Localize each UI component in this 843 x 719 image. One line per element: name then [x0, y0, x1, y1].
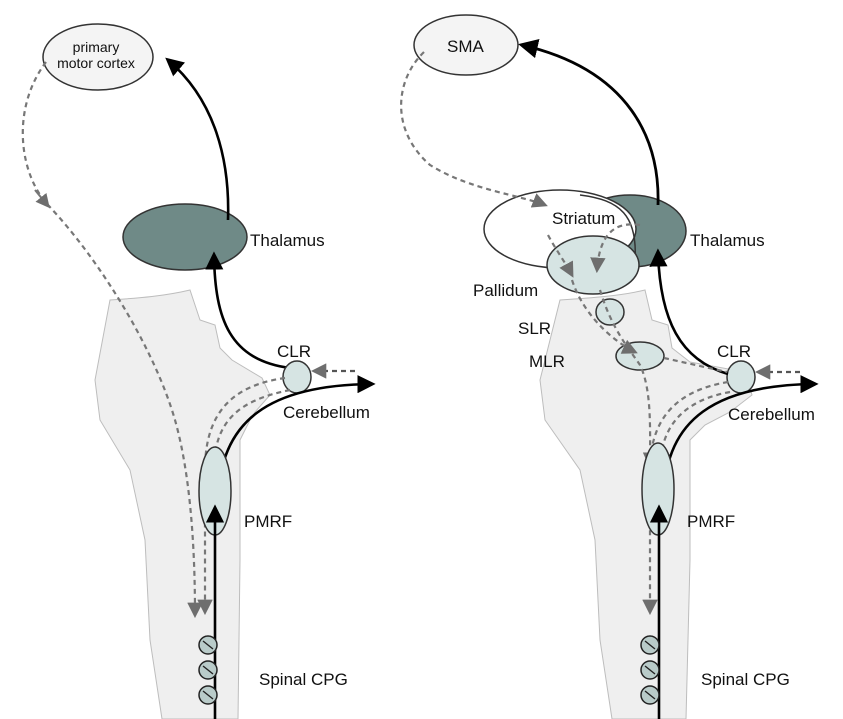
thalamus-label-right: Thalamus: [690, 231, 765, 250]
cerebellum-label: Cerebellum: [283, 403, 370, 422]
cortical-path-arrowhead: [35, 190, 48, 206]
pmrf-label-right: PMRF: [687, 512, 735, 531]
slr-node: [596, 299, 624, 325]
spinal-cpg-left: [199, 636, 217, 704]
spinal-cpg-label-right: Spinal CPG: [701, 670, 790, 689]
pmrf-label: PMRF: [244, 512, 292, 531]
slr-label: SLR: [518, 319, 551, 338]
brainstem-left: [95, 290, 270, 719]
clr-label: CLR: [277, 342, 311, 361]
spinal-cpg-right: [641, 636, 659, 704]
sma-label: SMA: [447, 37, 485, 56]
cerebellum-label-right: Cerebellum: [728, 405, 815, 424]
ascending-thalamocortical-path: [168, 60, 228, 220]
cortex-label-line1: primary: [73, 39, 120, 55]
clr-node-right: [727, 361, 755, 393]
pallidum-label: Pallidum: [473, 281, 538, 300]
pallidum-node: [547, 236, 639, 294]
spinal-cpg-label: Spinal CPG: [259, 670, 348, 689]
thalamus-label: Thalamus: [250, 231, 325, 250]
thalamus-to-sma-path: [522, 45, 658, 205]
right-panel: SMA Striatum Thalamus Pallidum SLR MLR C…: [401, 15, 815, 719]
clr-label-right: CLR: [717, 342, 751, 361]
cortex-label-line2: motor cortex: [57, 55, 135, 71]
mlr-label: MLR: [529, 352, 565, 371]
left-panel: primary motor cortex Thalamus CLR Cerebe…: [23, 24, 372, 719]
striatum-label: Striatum: [552, 209, 615, 228]
clr-node: [283, 361, 311, 393]
